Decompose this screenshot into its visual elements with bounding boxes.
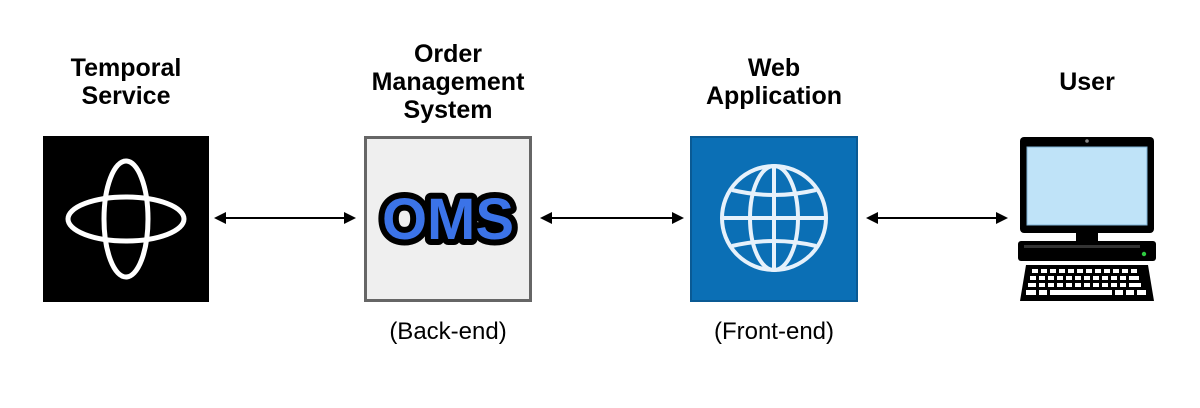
oms-logo: OMS OMS [376,181,520,258]
arrow-temporal-oms [214,212,356,224]
user-title: User [1059,68,1115,96]
oms-logo-text: OMS [382,187,514,252]
user-node [1016,135,1158,305]
globe-icon [720,164,828,272]
backend-subtitle: (Back-end) [389,318,507,345]
temporal-service-title: Temporal Service [70,54,182,110]
arrow-oms-web [540,212,684,224]
oms-logo-outline: OMS [382,187,514,252]
temporal-logo-icon [65,158,187,280]
frontend-subtitle: (Front-end) [713,318,835,345]
temporal-service-node [43,136,209,302]
arrow-web-user [866,212,1008,224]
web-application-node [690,136,858,302]
oms-node: OMS OMS [364,136,532,302]
order-management-system-title: Order Management System [371,40,525,124]
computer-icon [1018,137,1156,301]
web-application-title: Web Application [705,54,843,110]
